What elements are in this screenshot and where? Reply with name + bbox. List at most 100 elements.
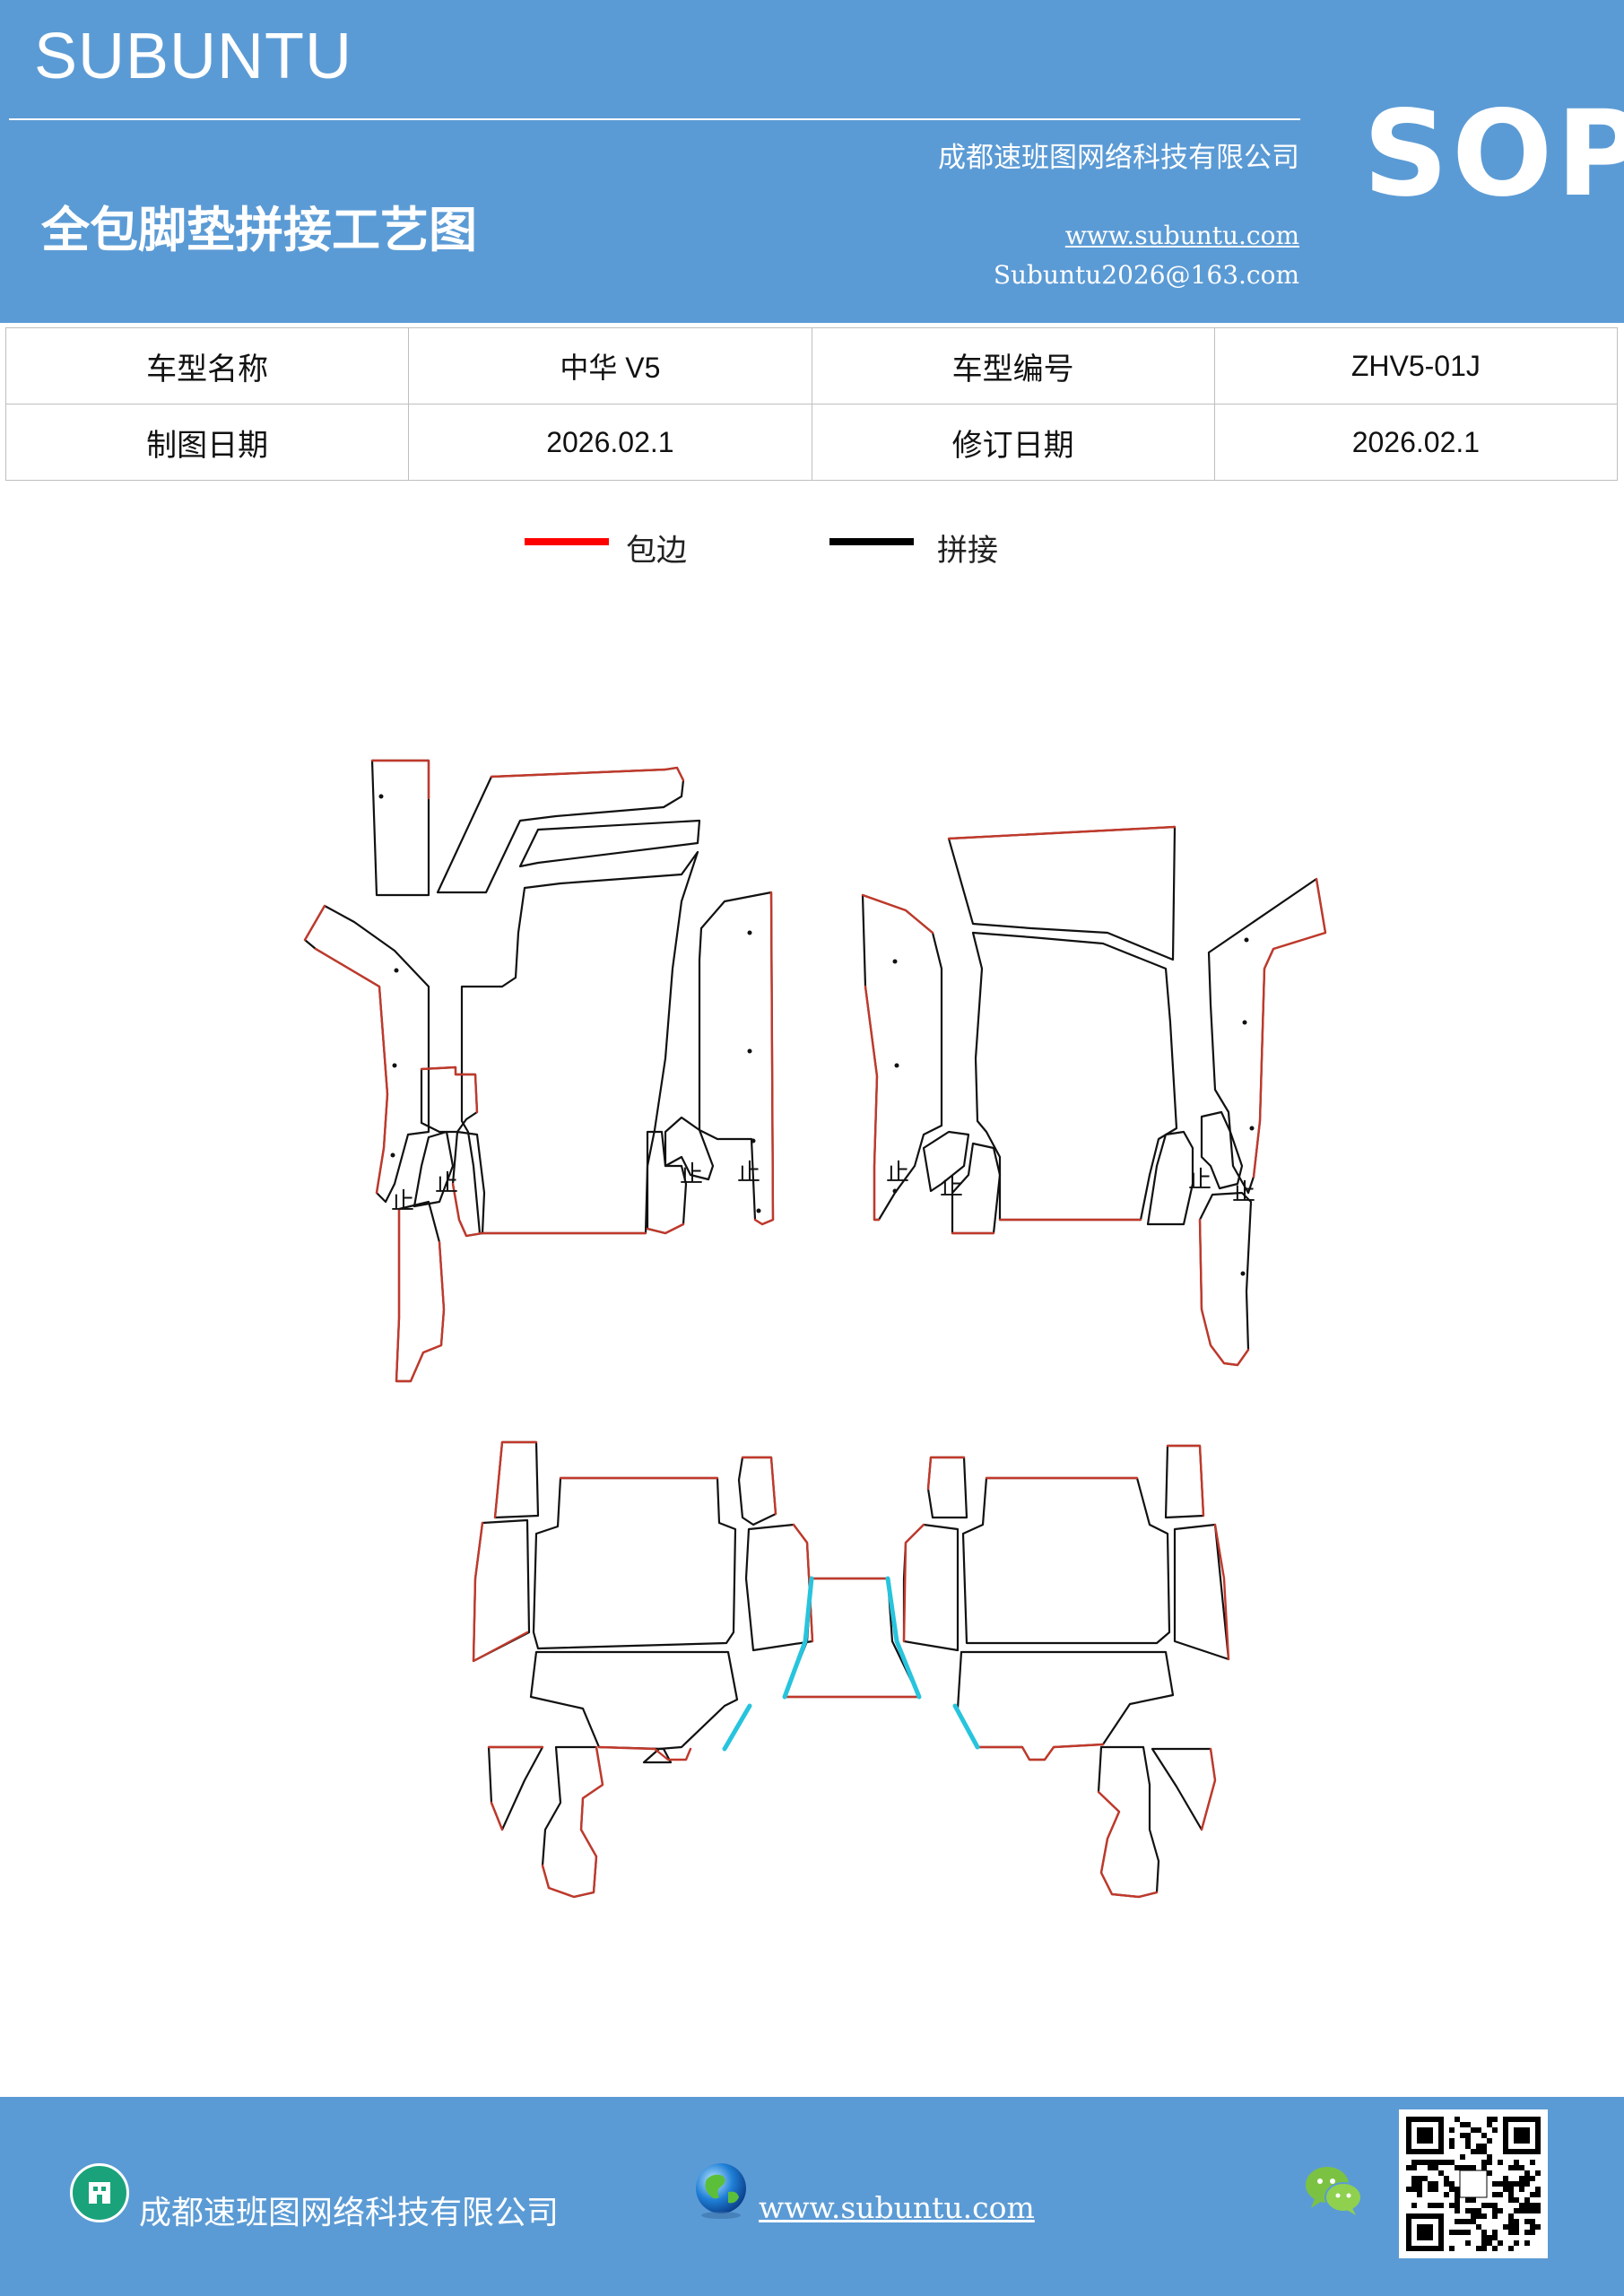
table-cell-value: 2026.02.1: [1213, 404, 1619, 481]
table-cell-value: 2026.02.1: [408, 404, 812, 481]
building-icon: [70, 2163, 129, 2222]
mat-edge: [1200, 1747, 1217, 1831]
brand-name: SUBUNTU: [34, 21, 353, 92]
stop-mark: 止: [886, 1160, 909, 1187]
mat-piece: [664, 1116, 715, 1181]
footer-company-name: 成都速班图网络科技有限公司: [139, 2195, 560, 2231]
mat-piece: [1146, 1130, 1194, 1226]
table-cell-value: 中华 V5: [408, 327, 812, 404]
mat-piece: [1097, 1745, 1160, 1899]
mat-edge: [976, 1743, 1105, 1761]
vehicle-info-table: 车型名称 中华 V5 车型编号 ZHV5-01J 制图日期 2026.02.1 …: [4, 327, 1619, 481]
fastener-dot: [894, 1063, 899, 1068]
mat-piece: [541, 1745, 604, 1899]
mat-joint-seam: [722, 1703, 752, 1752]
mat-piece: [518, 819, 701, 868]
mat-piece: [532, 1476, 737, 1650]
mat-edge: [783, 1577, 921, 1699]
qr-code: [1399, 2109, 1548, 2258]
legend-label: 拼接: [937, 533, 998, 569]
footer: 成都速班图网络科技有限公司 www.subuntu.com: [0, 2097, 1624, 2296]
mat-edge: [947, 825, 1177, 840]
sop-badge: SOP: [1363, 85, 1624, 223]
mat-piece: [1198, 1191, 1253, 1367]
mat-piece: [926, 1456, 968, 1519]
fastener-dot: [892, 1188, 898, 1194]
mat-edge: [541, 1745, 604, 1899]
mat-edge: [303, 904, 389, 1195]
table-cell-label: 修订日期: [811, 404, 1215, 481]
footer-website-link[interactable]: www.subuntu.com: [759, 2190, 1035, 2225]
mat-edge: [420, 1065, 479, 1114]
mat-edge: [902, 1523, 925, 1643]
header-company: 成都速班图网络科技有限公司: [938, 142, 1299, 174]
mat-edge: [741, 1456, 777, 1516]
fastener-dot: [392, 1063, 397, 1068]
mat-piece: [961, 1476, 1171, 1645]
legend-label: 包边: [626, 533, 687, 569]
page-title: 全包脚垫拼接工艺图: [41, 202, 477, 258]
header-website-link[interactable]: www.subuntu.com: [1064, 221, 1299, 250]
fastener-dot: [1249, 1126, 1255, 1131]
stop-mark: 止: [940, 1174, 963, 1201]
stop-mark: 止: [391, 1188, 414, 1215]
rear-left-mat-group: [472, 1440, 814, 1899]
mat-edge: [926, 1456, 966, 1491]
mat-piece: [902, 1523, 960, 1652]
legend-swatch-red: [525, 538, 609, 545]
table-row: 制图日期 2026.02.1 修订日期 2026.02.1: [4, 404, 1619, 481]
stop-mark: 止: [1232, 1179, 1255, 1206]
mat-edge: [1213, 1523, 1230, 1661]
fastener-dot: [756, 1208, 761, 1213]
mat-piece: [370, 759, 430, 897]
mat-piece: [737, 1456, 777, 1526]
mat-edge: [487, 1745, 544, 1831]
mat-edge: [493, 1440, 538, 1519]
mat-edge: [472, 1521, 529, 1663]
mat-piece: [744, 1523, 814, 1652]
mat-edge: [1097, 1790, 1159, 1899]
fastener-dot: [1244, 937, 1249, 943]
table-cell-label: 车型编号: [811, 327, 1215, 404]
rear-right-mat-group: [902, 1444, 1230, 1899]
mat-edge: [1198, 1218, 1250, 1367]
mat-edge: [597, 1745, 692, 1761]
wechat-icon[interactable]: [1302, 2163, 1365, 2219]
floor-mat-pattern-drawing: 止 止 止 止 止 止 止 止: [303, 759, 1327, 1899]
legend: 包边 拼接: [0, 526, 1624, 570]
table-cell-label: 车型名称: [4, 327, 410, 404]
center-tunnel-mat: [782, 1576, 922, 1700]
front-left-mat-group: [303, 759, 775, 1383]
fastener-dot: [1240, 1271, 1246, 1276]
fastener-dot: [747, 930, 752, 935]
mat-edge: [1166, 1444, 1205, 1518]
fastener-dot: [394, 968, 399, 973]
fastener-dot: [747, 1048, 752, 1054]
mat-edge: [395, 1207, 446, 1383]
mat-piece: [971, 931, 1178, 1222]
mat-edge: [861, 893, 934, 1222]
mat-joint-seam: [885, 1576, 922, 1700]
mat-edge: [646, 1222, 685, 1235]
fastener-holes: [378, 794, 1255, 1276]
mat-piece: [1164, 1444, 1205, 1519]
stop-mark: 止: [435, 1170, 458, 1197]
mat-joint-seam: [952, 1703, 980, 1750]
mat-piece: [460, 850, 699, 1235]
stop-mark: 止: [680, 1161, 703, 1188]
mat-piece: [436, 766, 685, 894]
legend-swatch-black: [829, 538, 914, 545]
mat-piece: [1173, 1523, 1230, 1661]
mat-piece: [1200, 1110, 1244, 1190]
fastener-dot: [1242, 1020, 1247, 1025]
mat-joint-seam: [782, 1576, 814, 1700]
mat-edge: [753, 891, 775, 1226]
mat-edge: [370, 759, 430, 800]
mat-piece: [922, 1130, 970, 1193]
mat-piece: [529, 1650, 739, 1764]
mat-edge: [490, 766, 685, 782]
table-cell-value: ZHV5-01J: [1213, 327, 1619, 404]
mat-piece: [472, 1518, 531, 1663]
stop-mark: 止: [1188, 1167, 1211, 1194]
fastener-dot: [390, 1152, 395, 1158]
